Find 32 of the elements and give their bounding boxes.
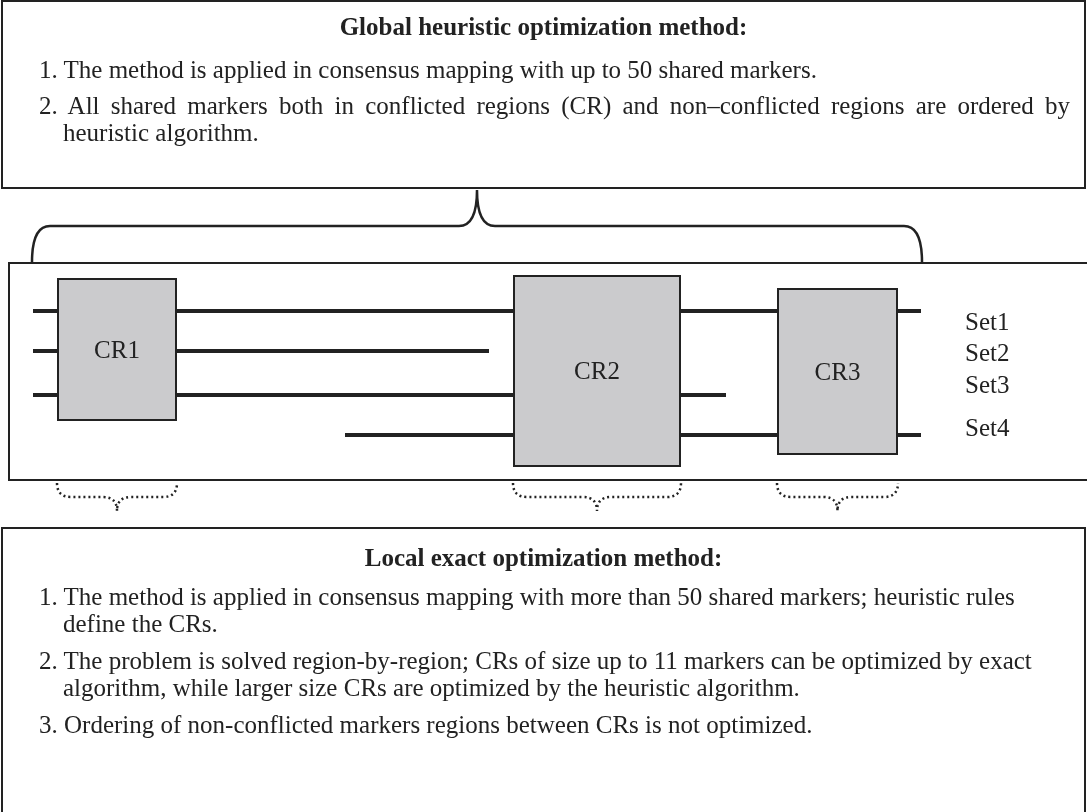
region-box bbox=[777, 288, 898, 455]
connector-line bbox=[345, 433, 513, 437]
connector-line bbox=[681, 393, 726, 397]
connector-line bbox=[33, 349, 57, 353]
list-item: 1. The method is applied in consensus mapping with more than 50 shared markers; heuristic rules define the CRs. bbox=[38, 583, 1016, 637]
region-label: CR3 bbox=[814, 357, 861, 386]
connector-line bbox=[177, 349, 489, 353]
region-box bbox=[57, 278, 177, 421]
connector-line bbox=[681, 309, 777, 313]
connector-line bbox=[33, 393, 57, 397]
connector-line bbox=[898, 309, 921, 313]
connector-line bbox=[177, 393, 513, 397]
panel-box bbox=[8, 262, 1087, 481]
set-label: Set2 bbox=[965, 338, 1010, 368]
list-item: 1. The method is applied in consensus mapping with up to 50 shared markers. bbox=[38, 56, 818, 83]
method-heading: Global heuristic optimization method: bbox=[338, 12, 749, 42]
region-label: CR1 bbox=[94, 335, 140, 364]
connector-line bbox=[33, 309, 57, 313]
set-label: Set4 bbox=[965, 413, 1010, 443]
region-label: CR2 bbox=[574, 357, 620, 385]
connector-line bbox=[898, 433, 921, 437]
list-item: 2. All shared markers both in conflicted regions (CR) and non–conflicted regions are ordered by heuristic algorithm. bbox=[38, 92, 1070, 146]
method-heading: Local exact optimization method: bbox=[363, 543, 724, 573]
text-box bbox=[1, 527, 1086, 812]
set-label: Set1 bbox=[965, 307, 1010, 337]
set-label: Set3 bbox=[965, 370, 1010, 400]
connector-line bbox=[177, 309, 513, 313]
list-item: 3. Ordering of non-conflicted markers regions between CRs is not optimized. bbox=[38, 711, 814, 738]
text-box bbox=[1, 0, 1086, 189]
connector-line bbox=[681, 433, 777, 437]
region-box bbox=[513, 275, 681, 467]
list-item: 2. The problem is solved region-by-region; CRs of size up to 11 markers can be optimized by exact algorithm, while larger size CRs are optimized by the heuristic algorithm. bbox=[38, 647, 1033, 701]
